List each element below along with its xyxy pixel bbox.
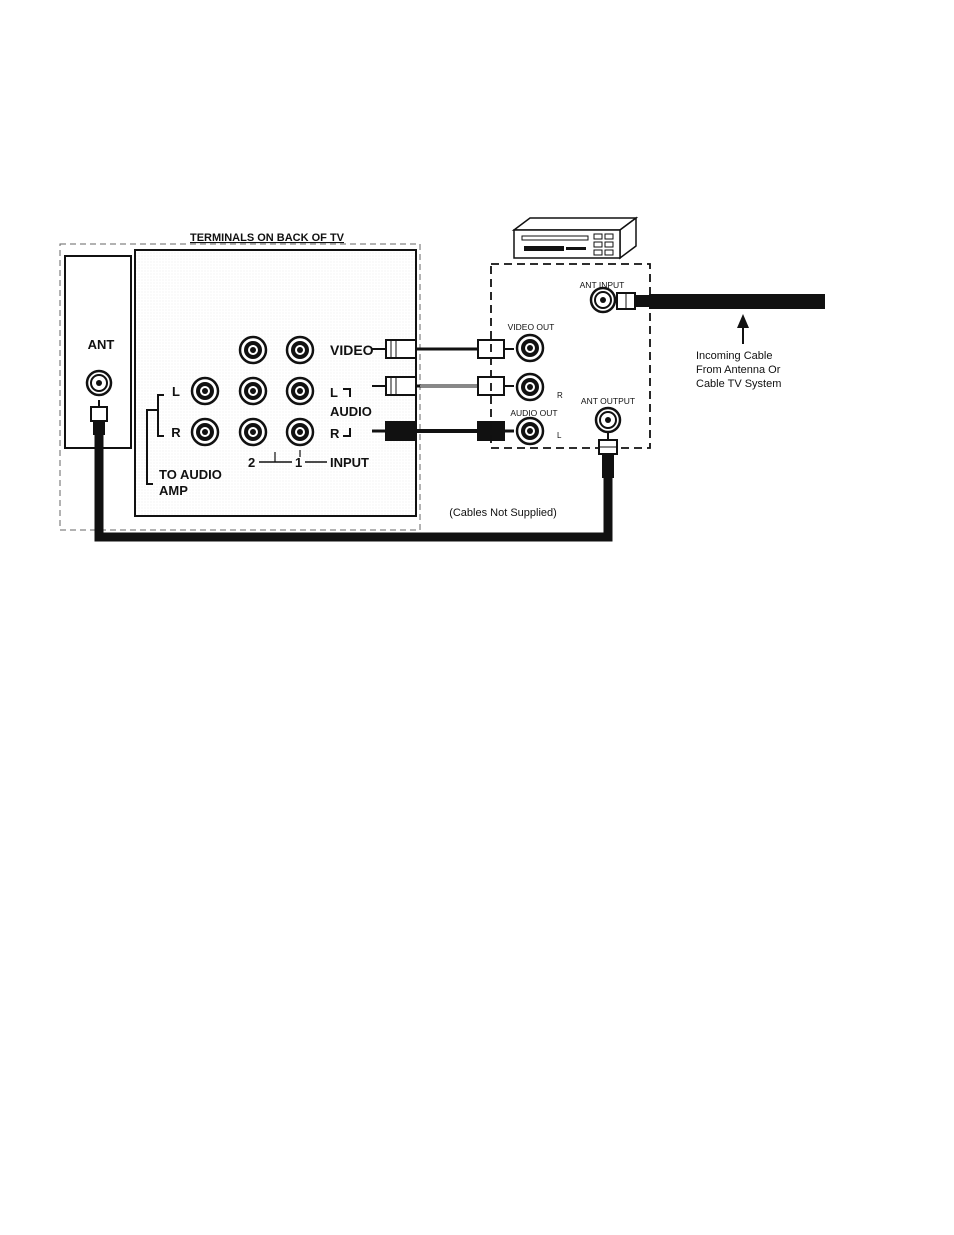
coax-jack-icon <box>87 371 111 395</box>
incoming-line1: Incoming Cable <box>696 350 772 362</box>
rca-jack-icon <box>287 337 313 363</box>
coax-connector-icon <box>599 432 617 478</box>
video-label: VIDEO <box>330 342 374 358</box>
input-label: INPUT <box>330 455 369 470</box>
incoming-line3: Cable TV System <box>696 378 781 390</box>
rca-jack-icon <box>517 374 543 400</box>
audio-l-label: L <box>330 385 338 400</box>
vcr-ant-output-label: ANT OUTPUT <box>581 396 635 406</box>
to-audio-amp-line1: TO AUDIO <box>159 467 222 482</box>
rca-jack-icon <box>192 419 218 445</box>
rca-jack-icon <box>240 419 266 445</box>
audio-r-label: R <box>330 426 340 441</box>
left-jack-l: L <box>172 384 180 399</box>
vcr-l-label: L <box>557 431 562 440</box>
input-1-label: 1 <box>295 455 302 470</box>
rca-jack-icon <box>240 378 266 404</box>
coax-jack-icon <box>596 408 620 432</box>
incoming-cable <box>617 293 825 309</box>
rca-plug-icon <box>386 422 416 440</box>
rca-cables <box>372 340 514 440</box>
to-audio-amp-line2: AMP <box>159 483 188 498</box>
coax-jack-icon <box>591 288 615 312</box>
rca-jack-icon <box>287 419 313 445</box>
audio-label: AUDIO <box>330 404 372 419</box>
left-jack-r: R <box>171 425 181 440</box>
vcr-panel: ANT INPUT VIDEO OUT R AUDIO OUT L ANT OU… <box>491 264 650 448</box>
vcr-video-out-label: VIDEO OUT <box>508 322 555 332</box>
tv-panel-title: TERMINALS ON BACK OF TV <box>190 232 345 244</box>
vcr-audio-out-label: AUDIO OUT <box>510 408 557 418</box>
rca-jack-icon <box>192 378 218 404</box>
rca-jack-icon <box>287 378 313 404</box>
vcr-icon <box>514 218 636 258</box>
incoming-caption: Incoming Cable From Antenna Or Cable TV … <box>696 314 781 390</box>
rca-jack-icon <box>240 337 266 363</box>
incoming-line2: From Antenna Or <box>696 364 781 376</box>
ant-label: ANT <box>88 337 115 352</box>
rca-jack-icon <box>517 335 543 361</box>
arrow-up-icon <box>737 314 749 328</box>
rca-jack-icon <box>517 418 543 444</box>
input-2-label: 2 <box>248 455 255 470</box>
cables-note: (Cables Not Supplied) <box>449 507 557 519</box>
vcr-r-label: R <box>557 391 563 400</box>
